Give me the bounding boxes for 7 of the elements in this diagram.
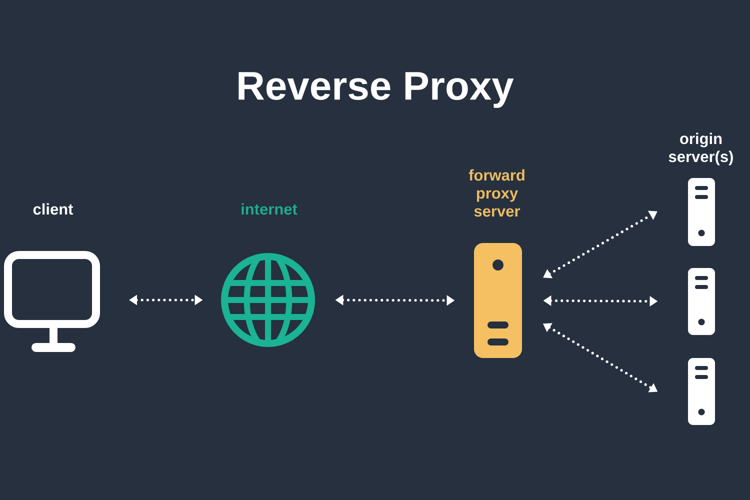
label: origin server(s): [668, 132, 733, 166]
label: forward proxy server: [468, 169, 524, 217]
label: client: [33, 203, 74, 215]
title: Reverse Proxy: [238, 72, 514, 108]
server-icon: [688, 268, 715, 335]
label: internet: [242, 203, 298, 215]
server-icon: [688, 358, 715, 425]
